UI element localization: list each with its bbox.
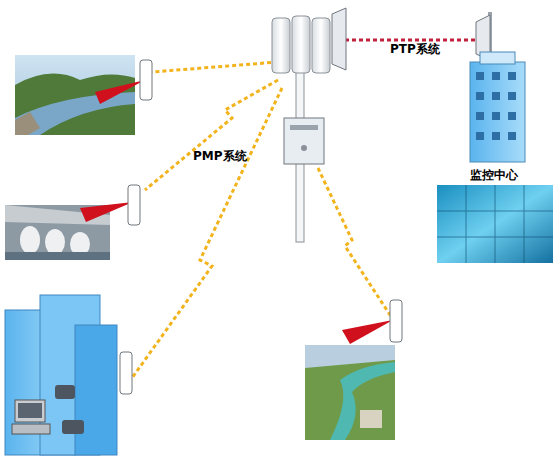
text-label: PTP系统 bbox=[390, 42, 440, 56]
base-station-tower bbox=[272, 8, 346, 242]
text-label: PMP系统 bbox=[193, 149, 247, 163]
river-photo bbox=[15, 55, 135, 135]
remote-building bbox=[470, 12, 525, 162]
monitor-wall bbox=[437, 185, 553, 263]
cpe-units bbox=[80, 60, 402, 394]
landscape-photo bbox=[305, 345, 395, 440]
text-label: 监控中心 bbox=[470, 168, 518, 182]
office-building bbox=[5, 295, 117, 455]
ptp-link bbox=[338, 39, 476, 42]
pmp-links bbox=[132, 62, 392, 378]
